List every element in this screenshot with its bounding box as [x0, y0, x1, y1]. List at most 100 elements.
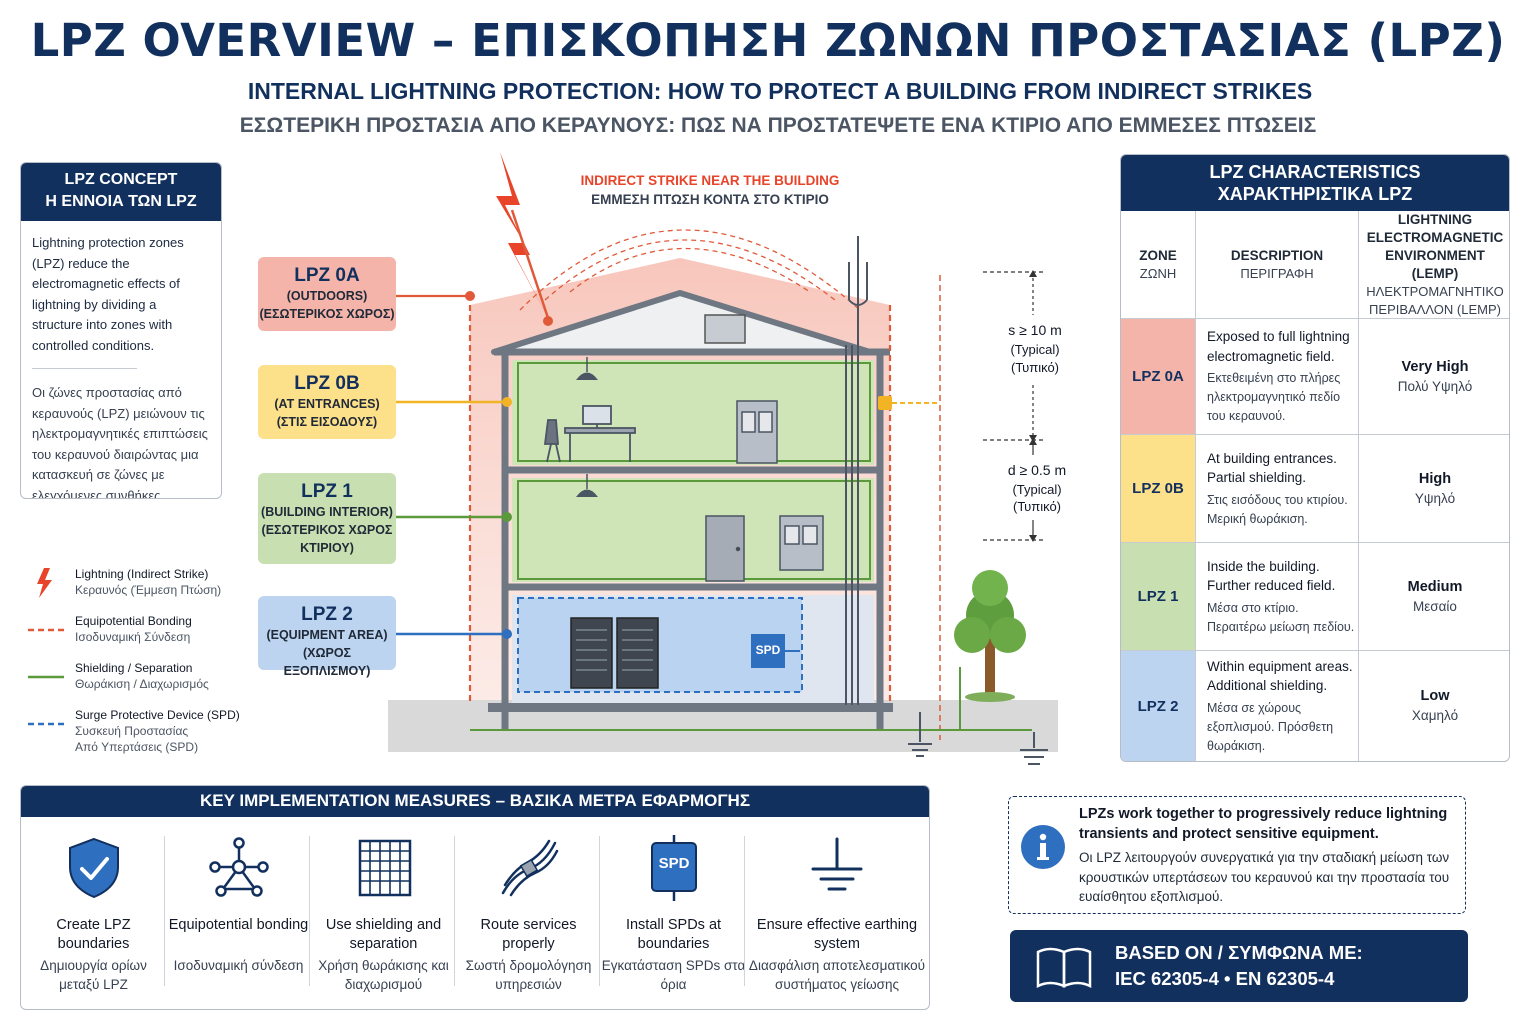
measure-label-en: Ensure effective earthing system: [756, 917, 918, 952]
measure-label-en: Route services properly: [480, 917, 577, 952]
measure-item: Equipotential bonding Ισοδυναμική σύνδεσ…: [166, 817, 311, 1009]
table-row-zone: LPZ 1: [1121, 543, 1196, 651]
zone-label-lpz2: LPZ 2 (EQUIPMENT AREA) (ΧΩΡΟΣ ΕΞΟΠΛΙΣΜΟΥ…: [258, 596, 396, 678]
description-en: Inside the building. Further reduced fie…: [1207, 558, 1336, 594]
floor-3: [512, 360, 874, 465]
entrance-bond-point: [878, 396, 892, 410]
column-header-en: ZONE: [1139, 247, 1177, 263]
characteristics-title-gr: ΧΑΡΑΚΤΗΡΙΣΤΙΚΑ LPZ: [1217, 184, 1413, 204]
table-row-description: Within equipment areas. Additional shiel…: [1196, 651, 1359, 761]
standards-banner: BASED ON / ΣΥΜΦΩΝΑ ΜΕ: IEC 62305-4 • EN …: [1010, 930, 1468, 1002]
building-frame: [494, 348, 890, 730]
table-row-zone: LPZ 0B: [1121, 435, 1196, 543]
measure-label-gr: Εγκατάσταση SPDs στα όρια: [601, 958, 746, 992]
green-solid-line-icon: [28, 675, 64, 679]
characteristics-title-en: LPZ CHARACTERISTICS: [1209, 162, 1421, 182]
ceiling-lamps: [576, 357, 598, 497]
dim-arrow: [1029, 535, 1037, 542]
description-gr: Μέσα στο κτίριο. Περαιτέρω μείωση πεδίου…: [1207, 600, 1355, 634]
dim1-typical-en: (Typical): [1010, 342, 1060, 357]
info-note: LPZs work together to progressively redu…: [1008, 796, 1466, 914]
concept-divider: [32, 368, 137, 369]
column-header-en: DESCRIPTION: [1230, 247, 1324, 263]
zone-desc-en: (OUTDOORS): [286, 289, 368, 303]
dim-arrow: [1029, 438, 1037, 445]
zone-name: LPZ 0A: [294, 265, 360, 286]
column-header-en: LIGHTNING ELECTROMAGNETIC ENVIRONMENT (L…: [1366, 211, 1504, 281]
shielding-floor-2: [517, 480, 871, 580]
column-header-lemp: LIGHTNING ELECTROMAGNETIC ENVIRONMENT (L…: [1359, 211, 1509, 319]
shielding-floor-3: [517, 362, 871, 462]
concept-title-gr: Η ΕΝΝΟΙΑ ΤΩΝ LPZ: [45, 193, 197, 210]
book-icon: [1036, 947, 1092, 989]
legend-label-en: Equipotential Bonding: [75, 614, 192, 628]
measure-divider: [744, 836, 745, 986]
dim2-typical-en: (Typical): [1012, 482, 1062, 497]
measure-item: Create LPZ boundaries Δημιουργία ορίων μ…: [21, 817, 166, 1009]
description-gr: Μέσα σε χώρους εξοπλισμού. Πρόσθετη θωρά…: [1207, 700, 1334, 753]
shield-grid-icon: [358, 839, 412, 897]
measure-divider: [454, 836, 455, 986]
strike-path: [510, 209, 550, 319]
red-dashed-line-icon: [28, 628, 64, 632]
description-en: At building entrances. Partial shielding…: [1207, 450, 1337, 486]
concept-text-gr: Οι ζώνες προστασίας από κεραυνούς (LPZ) …: [32, 385, 208, 499]
table-row-zone: LPZ 2: [1121, 651, 1196, 761]
zone-desc-gr: (ΕΣΩΤΕΡΙΚΟΣ ΧΩΡΟΣ: [261, 523, 393, 537]
measure-label-gr: Χρήση θωράκισης και διαχωρισμού: [318, 958, 449, 992]
info-text-gr: Οι LPZ λειτουργούν συνεργατικά για την σ…: [1079, 850, 1450, 904]
zone-name: LPZ 1: [301, 481, 353, 502]
spd-device: [751, 634, 785, 668]
table-row-description: At building entrances. Partial shielding…: [1196, 435, 1359, 543]
zone-desc-en: (EQUIPMENT AREA): [266, 628, 388, 642]
table-row-lemp: Low Χαμηλό: [1359, 651, 1509, 761]
lemp-level-en: Medium: [1407, 578, 1463, 595]
zone-desc-gr: (ΣΤΙΣ ΕΙΣΟΔΟΥΣ): [276, 415, 378, 429]
key-measures-panel: KEY IMPLEMENTATION MEASURES – ΒΑΣΙΚΑ ΜΕΤ…: [20, 785, 930, 1010]
lemp-level-gr: Μεσαίο: [1413, 598, 1457, 614]
lightning-mast: [845, 236, 868, 705]
standards-label: BASED ON / ΣΥΜΦΩΝΑ ΜΕ:: [1115, 942, 1363, 963]
lpz-characteristics-panel: LPZ CHARACTERISTICS ΧΑΡΑΚΤΗΡΙΣΤΙΚΑ LPZ Z…: [1120, 154, 1510, 762]
zone-name: LPZ 0B: [294, 373, 360, 394]
table-row-description: Inside the building. Further reduced fie…: [1196, 543, 1359, 651]
zone-label-lpz0a: LPZ 0A (OUTDOORS) (ΕΣΩΤΕΡΙΚΟΣ ΧΩΡΟΣ): [258, 257, 396, 331]
cable-routing-icon: [501, 839, 559, 897]
measures-title: KEY IMPLEMENTATION MEASURES – ΒΑΣΙΚΑ ΜΕΤ…: [21, 786, 929, 817]
measure-label-en: Install SPDs at boundaries: [625, 917, 722, 952]
lemp-level-gr: Χαμηλό: [1411, 708, 1459, 723]
column-header-zone: ZONE ΖΩΝΗ: [1121, 211, 1196, 319]
column-header-gr: ΖΩΝΗ: [1139, 265, 1177, 281]
electrical-cabinet: [736, 400, 778, 464]
zone-label-lpz1: LPZ 1 (BUILDING INTERIOR) (ΕΣΩΤΕΡΙΚΟΣ ΧΩ…: [258, 473, 396, 564]
info-icon: [1021, 825, 1065, 869]
dim-arrow: [1029, 270, 1037, 277]
measure-label-en: Use shielding and separation: [325, 917, 442, 952]
measure-label-gr: Δημιουργία ορίων μεταξύ LPZ: [40, 958, 147, 992]
description-gr: Στις εισόδους του κτιρίου. Μερική θωράκι…: [1207, 492, 1348, 526]
table-row-zone: LPZ 0A: [1121, 319, 1196, 435]
earth-bonding-lines: [470, 667, 1032, 731]
table-row-lemp: High Υψηλό: [1359, 435, 1509, 543]
earth-ground-icon: [908, 712, 1048, 765]
lpz0a-connector: [465, 291, 475, 301]
measure-label-gr: Διασφάλιση αποτελεσματικού συστήματος γε…: [748, 958, 926, 992]
distribution-board: [779, 515, 824, 571]
zone-name: LPZ 2: [301, 604, 353, 625]
characteristics-header: LPZ CHARACTERISTICS ΧΑΡΑΚΤΗΡΙΣΤΙΚΑ LPZ: [1121, 155, 1509, 211]
zone-desc-gr: (ΧΩΡΟΣ ΕΞΟΠΛΙΣΜΟΥ): [283, 646, 371, 678]
spd-device-label: SPD: [755, 643, 781, 657]
measure-label-gr: Ισοδυναμική σύνδεση: [173, 958, 304, 973]
network-nodes-icon: [209, 837, 269, 897]
concept-title-en: LPZ CONCEPT: [64, 171, 178, 188]
lpz2-connector: [502, 629, 512, 639]
concept-text-en: Lightning protection zones (LPZ) reduce …: [32, 235, 184, 353]
dim1-typical-gr: (Τυπικό): [1010, 360, 1060, 375]
earth-ground-icon: [811, 837, 863, 891]
measure-divider: [164, 836, 165, 986]
measure-label-gr: Σωστή δρομολόγηση υπηρεσιών: [465, 958, 592, 992]
page-subtitle-en: INTERNAL LIGHTNING PROTECTION: HOW TO PR…: [247, 78, 1313, 104]
dimension-lines: [983, 271, 1045, 541]
table-row-description: Exposed to full lightning electromagneti…: [1196, 319, 1359, 435]
